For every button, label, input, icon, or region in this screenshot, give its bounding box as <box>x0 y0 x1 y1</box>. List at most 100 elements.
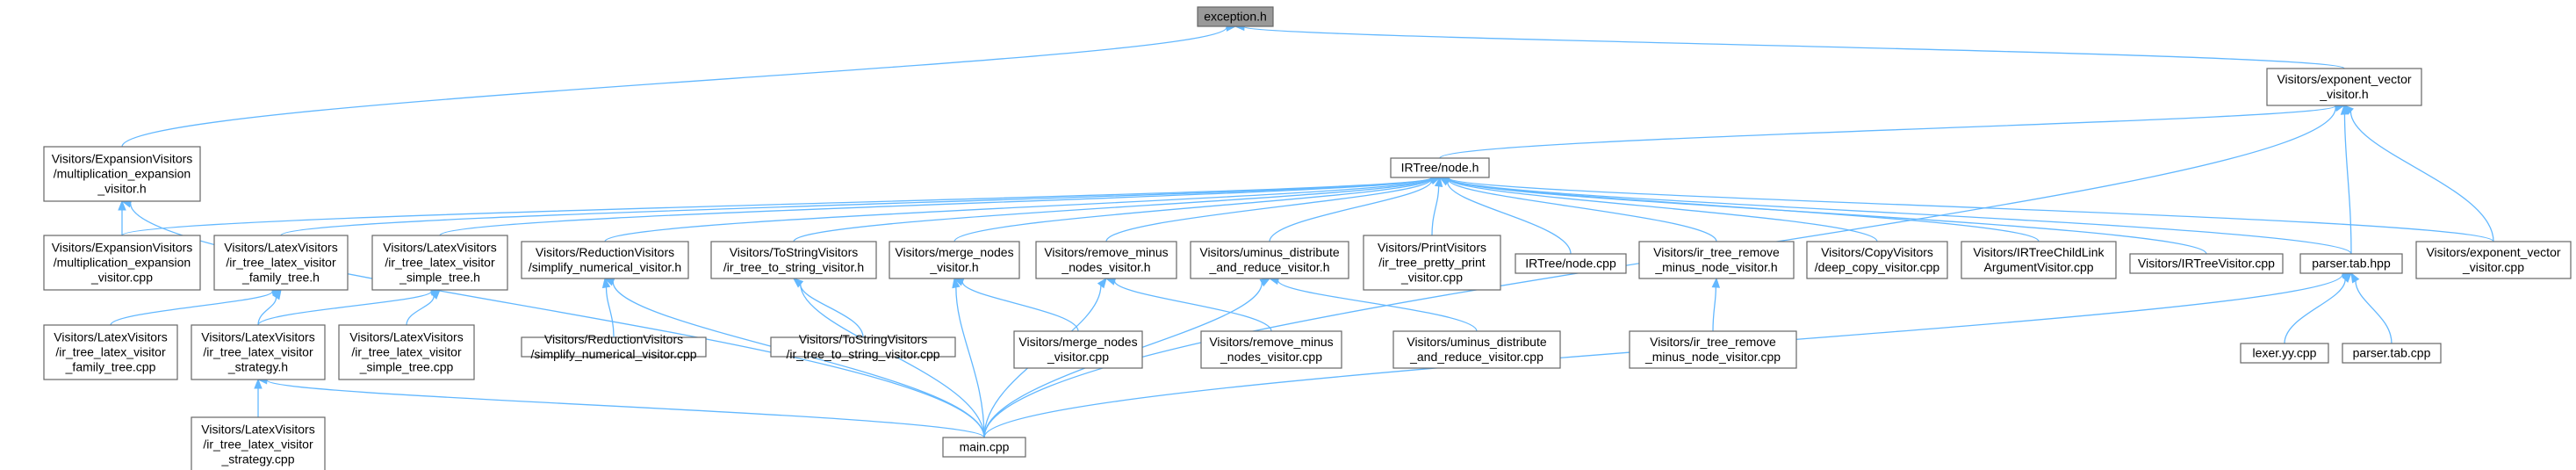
edge-expvec_cpp-to-expvec_h <box>2343 105 2494 242</box>
node-label-line: Visitors/LatexVisitors <box>224 241 337 255</box>
node-label-line: Visitors/IRTreeChildLink <box>1973 245 2105 259</box>
edge-uminus_h-to-node_h <box>1269 177 1442 242</box>
node-label-line: /ir_tree_latex_visitor <box>226 256 336 270</box>
node-box <box>191 416 326 470</box>
arrowhead-icon <box>2343 105 2354 115</box>
node-label-line: _visitor.cpp <box>1400 271 1463 285</box>
arrowhead-icon <box>1097 277 1107 289</box>
edges-layer <box>110 22 2494 438</box>
node-label-line: Visitors/ir_tree_remove <box>1650 335 1776 349</box>
node-box <box>889 241 1020 279</box>
node-label-line: Visitors/ReductionVisitors <box>544 332 683 346</box>
node-tostring-h[interactable]: Visitors/ToStringVisitors/ir_tree_to_str… <box>710 241 877 279</box>
node-node-h[interactable]: IRTree/node.h <box>1390 157 1490 178</box>
node-removeminus-cpp[interactable]: Visitors/remove_minus_nodes_visitor.cpp <box>1200 330 1342 369</box>
node-irremove-h[interactable]: Visitors/ir_tree_remove_minus_node_visit… <box>1638 241 1795 279</box>
node-uminus-cpp[interactable]: Visitors/uminus_distribute_and_reduce_vi… <box>1392 330 1561 369</box>
node-parser-hpp[interactable]: parser.tab.hpp <box>2299 253 2403 274</box>
node-label-line: Visitors/ExpansionVisitors <box>52 152 193 166</box>
node-expvec-cpp[interactable]: Visitors/exponent_vector_visitor.cpp <box>2415 241 2572 279</box>
node-box <box>43 324 178 380</box>
node-removeminus-h[interactable]: Visitors/remove_minus_nodes_visitor.h <box>1035 241 1177 279</box>
node-multexp-cpp[interactable]: Visitors/ExpansionVisitors/multiplicatio… <box>43 235 201 291</box>
node-merge-h[interactable]: Visitors/merge_nodes_visitor.h <box>889 241 1020 279</box>
node-uminus-h[interactable]: Visitors/uminus_distribute_and_reduce_vi… <box>1190 241 1349 279</box>
node-childlink-cpp[interactable]: Visitors/IRTreeChildLinkArgumentVisitor.… <box>1961 241 2117 279</box>
node-box <box>191 324 326 380</box>
node-exception: exception.h <box>1197 6 1274 27</box>
node-box <box>2415 241 2572 279</box>
node-label-line: Visitors/uminus_distribute <box>1407 335 1546 349</box>
node-merge-cpp[interactable]: Visitors/merge_nodes_visitor.cpp <box>1013 330 1143 369</box>
node-expvec-h[interactable]: Visitors/exponent_vector_visitor.h <box>2266 68 2422 106</box>
node-latex-strategy-cpp[interactable]: Visitors/LatexVisitors/ir_tree_latex_vis… <box>191 416 326 470</box>
node-label-line: Visitors/CopyVisitors <box>1821 245 1933 259</box>
edge-multexp_cpp-to-node_h <box>121 173 1442 236</box>
arrowhead-icon <box>430 289 441 300</box>
arrowhead-icon <box>254 378 263 389</box>
node-label-line: _simple_tree.h <box>399 271 480 285</box>
edge-print_cpp-to-node_h <box>1431 176 1443 236</box>
node-latex-family-cpp[interactable]: Visitors/LatexVisitors/ir_tree_latex_vis… <box>43 324 178 380</box>
node-reduction-h[interactable]: Visitors/ReductionVisitors/simplify_nume… <box>521 241 689 279</box>
node-box <box>770 336 956 358</box>
node-label-line: Visitors/ReductionVisitors <box>536 245 674 259</box>
node-box <box>1035 241 1177 279</box>
node-copy-cpp[interactable]: Visitors/CopyVisitors/deep_copy_visitor.… <box>1806 241 1948 279</box>
node-box <box>2342 343 2442 364</box>
arrowhead-icon <box>601 277 611 289</box>
edge-latex_family_cpp-to-latex_family_h <box>110 287 283 326</box>
node-label-line: /ir_tree_latex_visitor <box>55 345 166 359</box>
node-box <box>1197 6 1274 27</box>
node-box <box>710 241 877 279</box>
node-box <box>521 336 707 358</box>
node-label-line: /deep_copy_visitor.cpp <box>1815 260 1940 274</box>
node-lexer-cpp[interactable]: lexer.yy.cpp <box>2240 343 2329 364</box>
node-print-cpp[interactable]: Visitors/PrintVisitors/ir_tree_pretty_pr… <box>1363 235 1501 291</box>
arrowhead-icon <box>118 199 126 211</box>
node-label-line: Visitors/LatexVisitors <box>349 330 463 344</box>
node-label-line: lexer.yy.cpp <box>2253 346 2317 360</box>
node-node-cpp[interactable]: IRTree/node.cpp <box>1515 253 1627 274</box>
node-box <box>2266 68 2422 106</box>
node-label-line: _strategy.h <box>227 360 288 374</box>
node-latex-simple-h[interactable]: Visitors/LatexVisitors/ir_tree_latex_vis… <box>371 235 508 291</box>
node-label-line: parser.tab.cpp <box>2353 346 2431 360</box>
node-label-line: _visitor.cpp <box>90 271 153 285</box>
node-latex-family-h[interactable]: Visitors/LatexVisitors/ir_tree_latex_vis… <box>213 235 349 291</box>
node-box <box>1806 241 1948 279</box>
edge-removeminus_cpp-to-removeminus_h <box>1105 277 1272 332</box>
node-label-line: _minus_node_visitor.h <box>1654 260 1777 274</box>
edge-multexp_h-to-exception <box>121 23 1237 148</box>
node-reduction-cpp[interactable]: Visitors/ReductionVisitors/simplify_nume… <box>521 332 707 361</box>
node-label-line: /multiplication_expansion <box>54 256 191 270</box>
node-box <box>942 437 1026 458</box>
node-box <box>2129 253 2284 274</box>
node-label-line: _visitor.h <box>97 182 146 196</box>
node-box <box>521 241 689 279</box>
node-box <box>1363 235 1501 291</box>
node-label-line: /ir_tree_latex_visitor <box>351 345 462 359</box>
node-label-line: Visitors/exponent_vector <box>2277 72 2411 86</box>
node-irtreevisitor-cpp[interactable]: Visitors/IRTreeVisitor.cpp <box>2129 253 2284 274</box>
node-main-cpp[interactable]: main.cpp <box>942 437 1026 458</box>
node-label-line: Visitors/merge_nodes <box>895 245 1013 259</box>
node-label-line: _and_reduce_visitor.cpp <box>1409 350 1543 364</box>
edge-latex_strategy_cpp-to-latex_strategy_h <box>254 378 263 418</box>
node-label-line: IRTree/node.cpp <box>1525 257 1616 271</box>
node-box <box>338 324 475 380</box>
node-irremove-cpp[interactable]: Visitors/ir_tree_remove_minus_node_visit… <box>1629 330 1797 369</box>
node-label-line: /simplify_numerical_visitor.h <box>529 260 681 274</box>
node-latex-strategy-h[interactable]: Visitors/LatexVisitors/ir_tree_latex_vis… <box>191 324 326 380</box>
node-multexp-h[interactable]: Visitors/ExpansionVisitors/multiplicatio… <box>43 146 201 202</box>
node-tostring-cpp[interactable]: Visitors/ToStringVisitors/ir_tree_to_str… <box>770 332 956 361</box>
node-parser-cpp[interactable]: parser.tab.cpp <box>2342 343 2442 364</box>
node-label-line: _simple_tree.cpp <box>359 360 454 374</box>
node-label-line: Visitors/IRTreeVisitor.cpp <box>2138 257 2275 271</box>
node-label-line: Visitors/PrintVisitors <box>1378 241 1486 255</box>
edge-parser_cpp-to-parser_hpp <box>2350 271 2393 344</box>
node-label-line: exception.h <box>1204 10 1267 24</box>
node-latex-simple-cpp[interactable]: Visitors/LatexVisitors/ir_tree_latex_vis… <box>338 324 475 380</box>
arrowhead-icon <box>1434 176 1443 188</box>
node-label-line: _visitor.h <box>2319 87 2368 101</box>
